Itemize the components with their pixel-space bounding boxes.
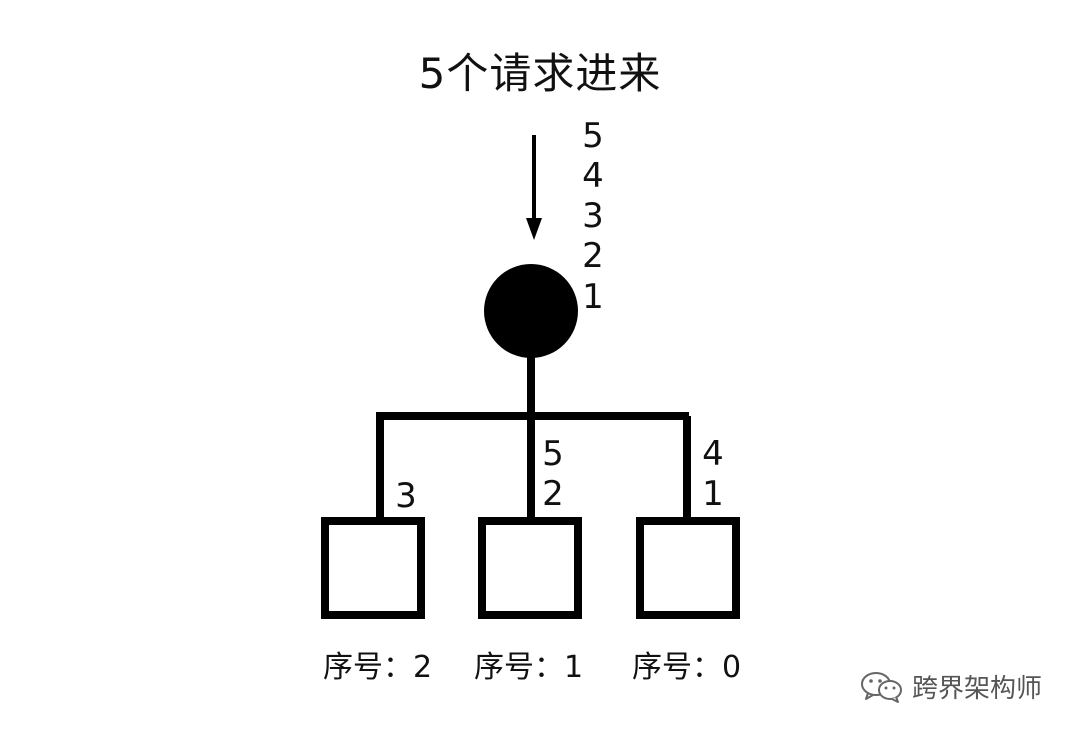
server-label: 序号：0 (632, 650, 742, 685)
incoming-request: 2 (582, 236, 604, 276)
assigned-request: 2 (542, 474, 564, 514)
diagram-title: 5个请求进来 (418, 49, 662, 98)
load-balancer-node (484, 264, 578, 358)
server-box-1 (478, 517, 582, 619)
server-box-2 (321, 517, 425, 619)
server-label: 序号：1 (474, 650, 584, 685)
watermark-text: 跨界架构师 (912, 674, 1043, 704)
watermark: 跨界架构师 (860, 669, 1042, 709)
server-label: 序号：2 (323, 650, 433, 685)
assigned-request: 1 (702, 474, 724, 514)
incoming-request: 4 (582, 156, 604, 196)
wechat-icon (860, 670, 904, 708)
incoming-arrow-head (526, 218, 542, 240)
incoming-request: 1 (582, 277, 604, 317)
incoming-request: 3 (582, 196, 604, 236)
assigned-request: 4 (702, 434, 724, 474)
incoming-request: 5 (582, 116, 604, 156)
server-box-0 (636, 517, 740, 619)
assigned-request: 5 (542, 434, 564, 474)
assigned-request: 3 (395, 476, 417, 516)
